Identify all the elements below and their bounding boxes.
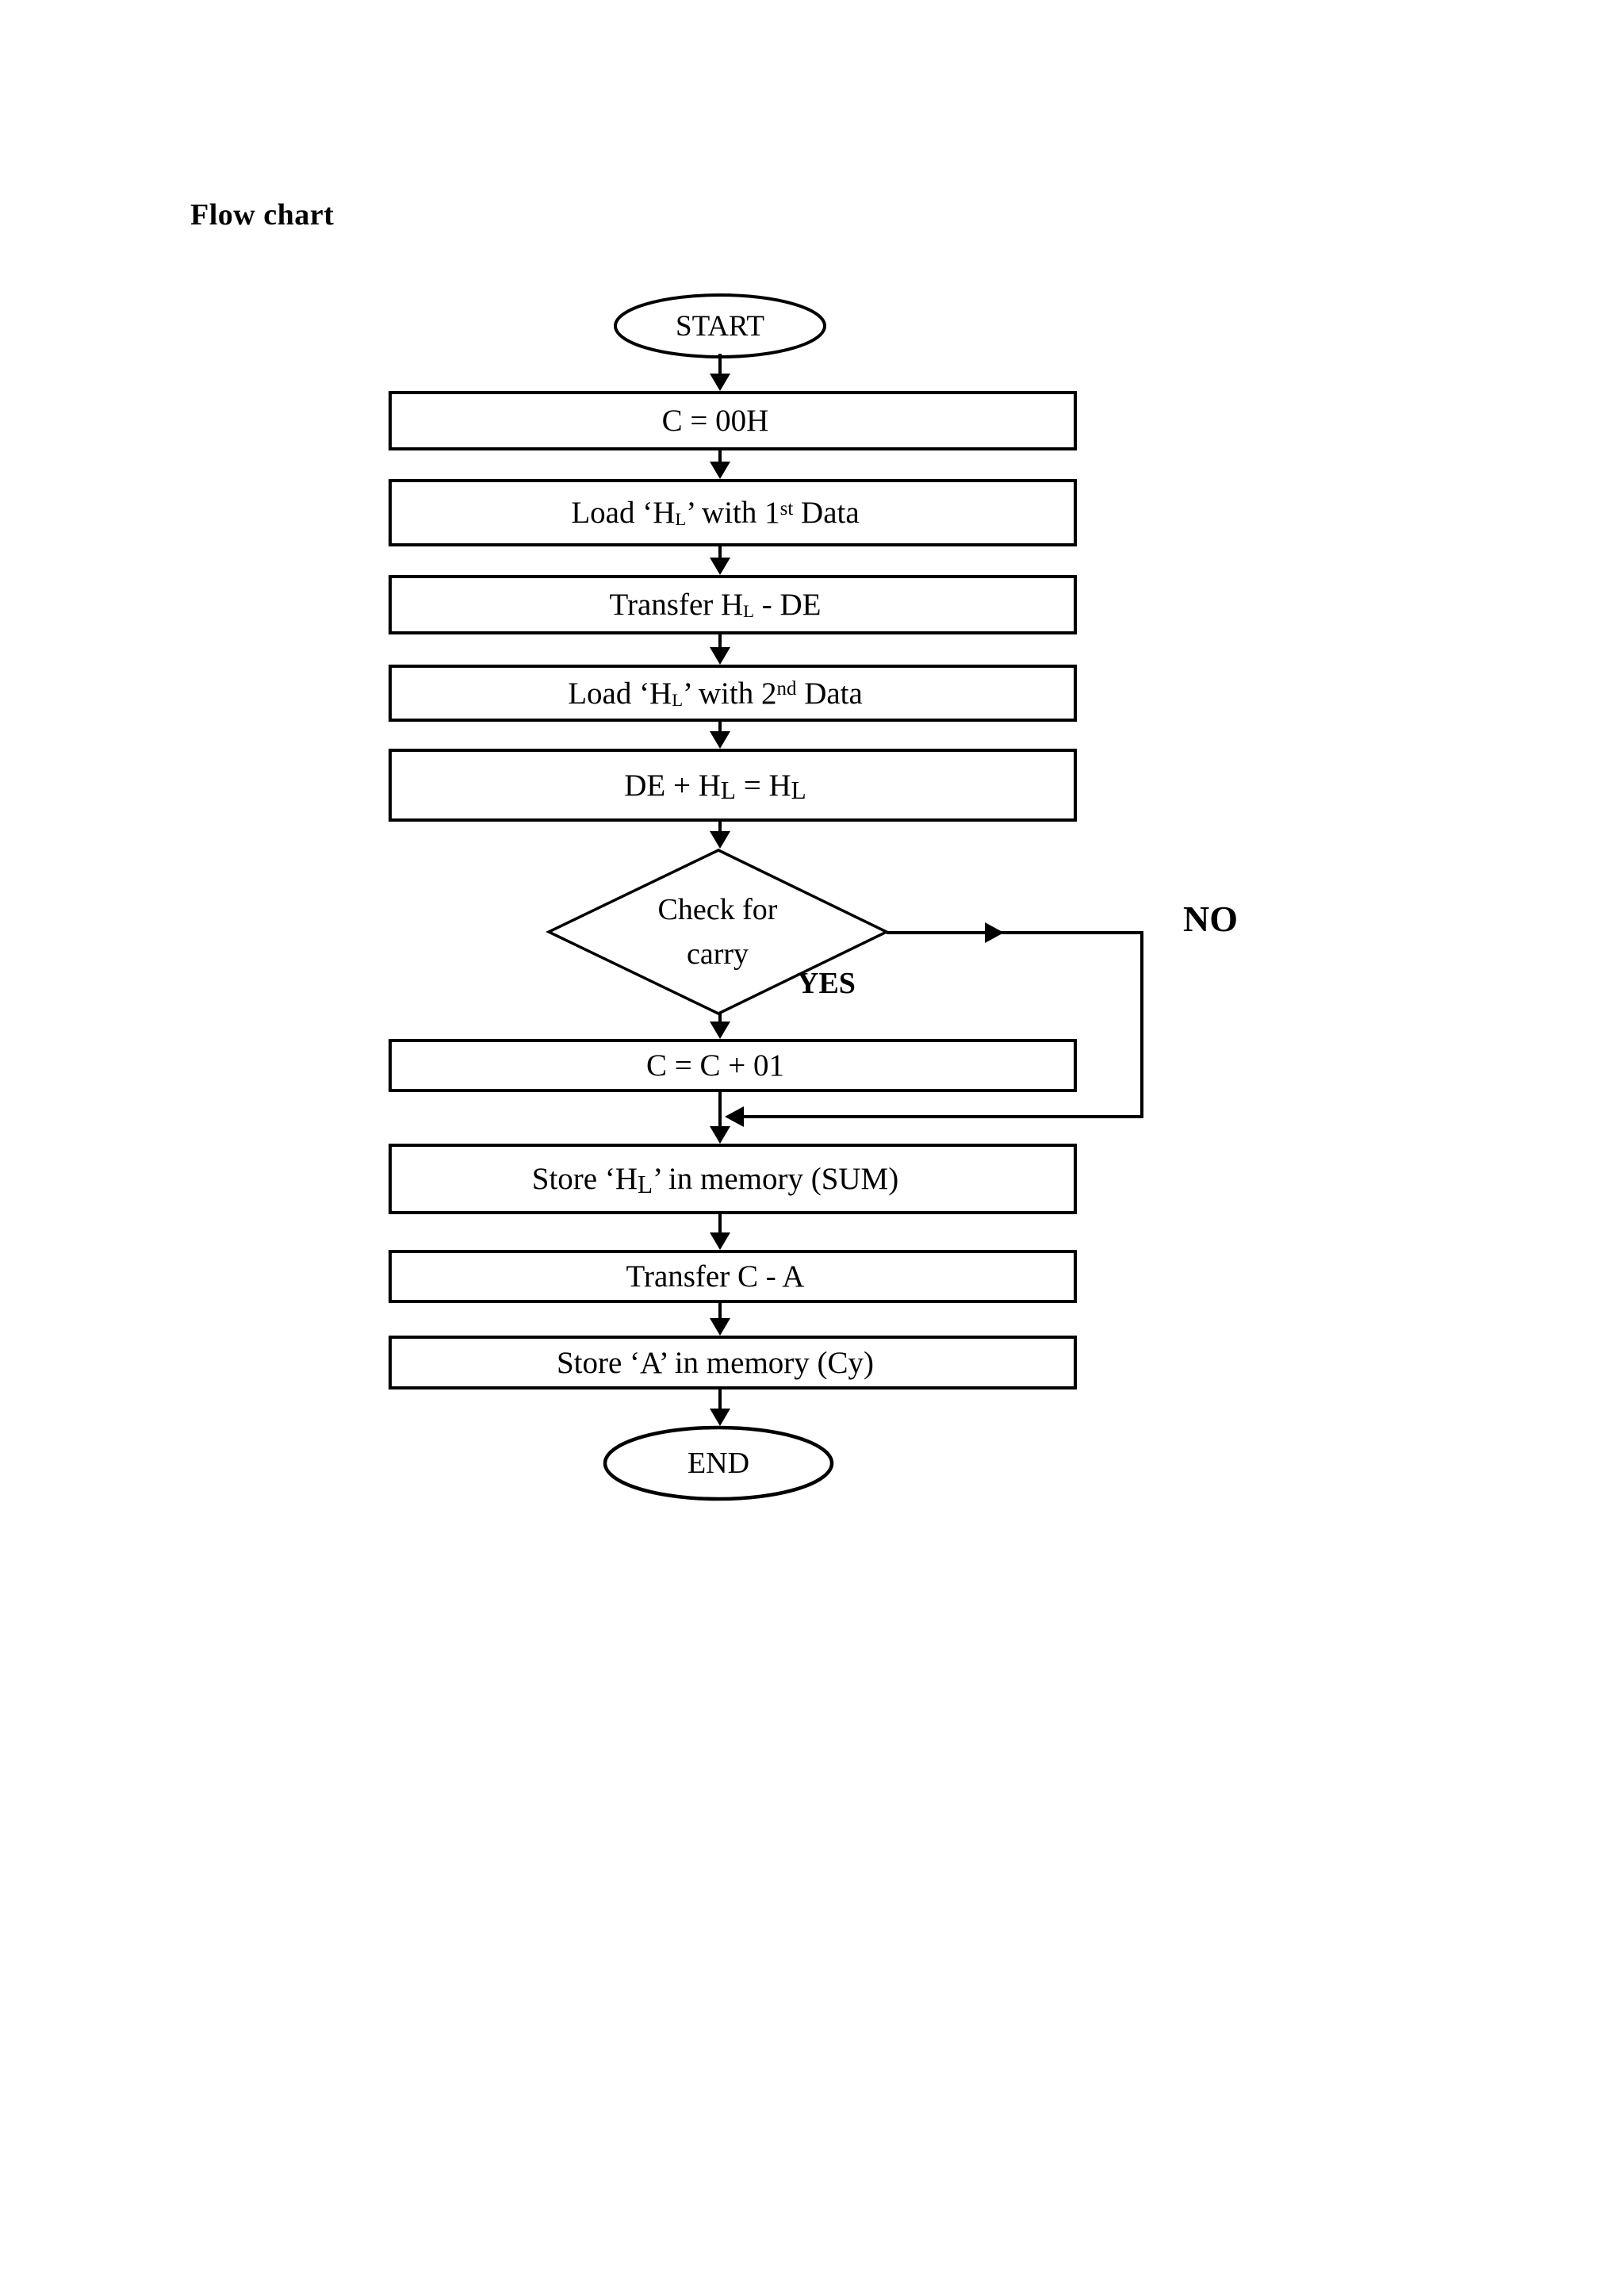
connector-no-branch <box>737 931 1143 1118</box>
arrowhead-down-10 <box>710 1318 730 1336</box>
arrowhead-down-9 <box>710 1232 730 1250</box>
process-label-store-carry: Store ‘A’ in memory (Cy) <box>556 1345 875 1380</box>
start-terminal-label: START <box>676 309 764 343</box>
process-box-store-carry: Store ‘A’ in memory (Cy) <box>389 1336 1077 1389</box>
process-label-load-first-data: Load ‘HL’ with 1st Data <box>571 496 860 530</box>
process-box-increment-c: C = C + 01 <box>389 1039 1077 1092</box>
decision-label-line1: Check for <box>657 892 778 926</box>
process-label-load-second-data: Load ‘HL’ with 2nd Data <box>568 676 863 711</box>
end-terminal-label: END <box>687 1447 750 1480</box>
process-box-add-de-hl: DE + HL = HL <box>389 749 1077 822</box>
process-label-add-de-hl: DE + HL = HL <box>624 768 806 805</box>
process-label-init-c: C = 00H <box>661 404 769 438</box>
process-box-init-c: C = 00H <box>389 391 1077 450</box>
arrowhead-left-no-return <box>725 1106 744 1127</box>
process-label-increment-c: C = C + 01 <box>645 1048 784 1083</box>
arrowhead-down-4 <box>710 647 730 665</box>
arrowhead-down-2 <box>710 462 730 479</box>
branch-label-no: NO <box>1183 899 1238 939</box>
arrowhead-right-no <box>985 922 1004 943</box>
process-box-store-sum: Store ‘HL’ in memory (SUM) <box>389 1144 1077 1214</box>
process-label-store-sum: Store ‘HL’ in memory (SUM) <box>531 1162 899 1198</box>
arrowhead-down-3 <box>710 558 730 575</box>
decision-label-line2: carry <box>686 937 749 971</box>
process-label-transfer-hl-de: Transfer HL - DE <box>609 588 822 622</box>
branch-label-yes: YES <box>797 967 856 1000</box>
arrowhead-down-6 <box>710 831 730 849</box>
end-oval <box>603 1425 834 1501</box>
arrowhead-down-1 <box>710 374 730 391</box>
process-box-transfer-hl-de: Transfer HL - DE <box>389 575 1077 634</box>
arrowhead-down-5 <box>710 731 730 749</box>
process-label-transfer-c-a: Transfer C - A <box>626 1259 805 1294</box>
arrowhead-down-7 <box>710 1022 730 1039</box>
page-title: Flow chart <box>190 198 335 232</box>
decision-label: Check for carry <box>549 850 887 1014</box>
arrowhead-down-8 <box>710 1126 730 1144</box>
process-box-load-second-data: Load ‘HL’ with 2nd Data <box>389 665 1077 722</box>
process-box-transfer-c-a: Transfer C - A <box>389 1250 1077 1303</box>
arrowhead-down-11 <box>710 1409 730 1426</box>
process-box-load-first-data: Load ‘HL’ with 1st Data <box>389 479 1077 546</box>
